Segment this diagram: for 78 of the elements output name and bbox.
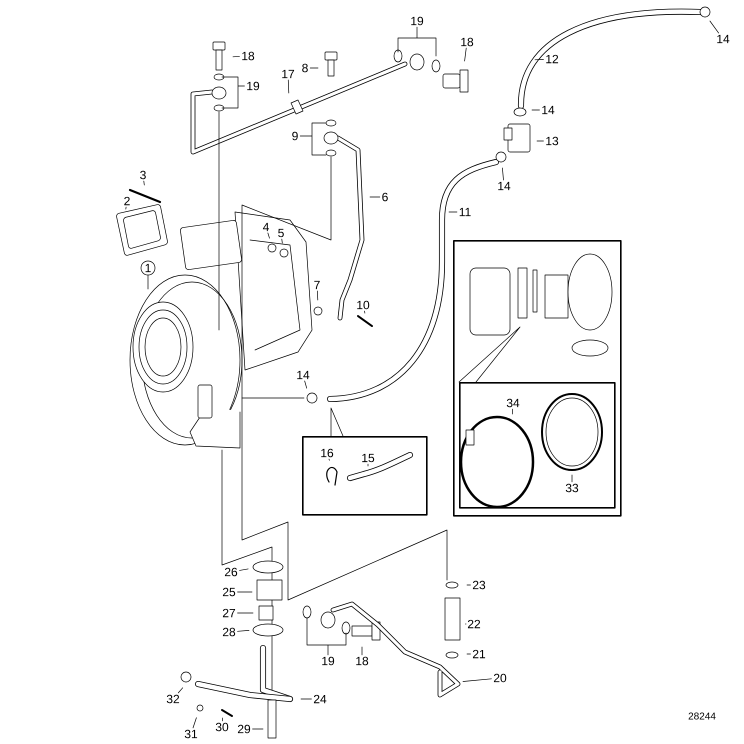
leader-line (288, 80, 290, 94)
leader-line (304, 380, 308, 389)
leader-line (464, 48, 467, 62)
leader-line (300, 698, 312, 700)
leader-line (370, 196, 380, 198)
callout-number: 29 (238, 724, 250, 734)
drawing-number: 28244 (688, 712, 716, 720)
callout-number: 8 (302, 64, 308, 72)
leader-line (125, 206, 126, 210)
leader-line (316, 290, 318, 300)
leader-line (239, 568, 248, 571)
callout-number: 27 (222, 608, 236, 618)
callout-number: 4 (262, 222, 269, 232)
callout-number: 20 (494, 674, 506, 682)
leader-line (222, 76, 245, 108)
leader-line (281, 238, 283, 244)
callout-number: 6 (382, 192, 388, 202)
callout-number: 5 (278, 228, 284, 238)
leader-line (222, 718, 223, 722)
inset-frame (453, 240, 622, 517)
callout-number: 1 (140, 260, 156, 276)
callout-number: 9 (292, 132, 298, 140)
detail-pointer (330, 408, 344, 436)
leader-line (364, 310, 366, 314)
leader-line (328, 458, 330, 461)
leader-line (237, 630, 250, 632)
inset-frame (459, 382, 616, 509)
detail-pointer (458, 326, 520, 382)
callout-number: 10 (357, 300, 370, 310)
callout-number: 3 (140, 170, 146, 180)
callout-number: 33 (566, 484, 578, 492)
leader-line (178, 687, 184, 694)
callout-number: 34 (506, 398, 520, 408)
callout-number: 24 (314, 694, 326, 704)
leader-line (502, 168, 504, 180)
leader-line (306, 618, 346, 656)
callout-number: 16 (321, 448, 334, 458)
leader-line (466, 584, 471, 586)
callout-number: 14 (717, 34, 730, 44)
callout-number: 2 (124, 196, 130, 206)
callout-number: 18 (242, 52, 254, 60)
leader-line (710, 20, 719, 34)
leader-line (462, 678, 492, 682)
leader-line (237, 612, 254, 614)
callout-number: 19 (322, 656, 334, 666)
callout-number: 18 (461, 38, 474, 46)
inset-frame (302, 436, 428, 516)
leader-line (398, 26, 436, 56)
callout-number: 30 (216, 722, 228, 732)
callout-number: 22 (468, 620, 480, 628)
callout-number: 19 (411, 16, 424, 26)
callout-number: 23 (472, 580, 486, 590)
leader-line (534, 59, 544, 60)
callout-number: 26 (224, 568, 238, 576)
callout-number: 25 (222, 588, 236, 596)
callout-number: 14 (542, 106, 554, 114)
leader-line (192, 717, 197, 728)
callout-number: 17 (282, 70, 294, 78)
callout-number: 31 (184, 730, 198, 738)
callout-number: 13 (546, 136, 558, 146)
leader-line (232, 56, 240, 58)
callout-number: 14 (498, 182, 510, 190)
leader-line (536, 140, 544, 142)
leader-line (300, 122, 326, 156)
leader-line (268, 232, 270, 239)
callout-number: 15 (362, 454, 374, 462)
leader-line (252, 728, 264, 730)
callout-number: 28 (222, 628, 236, 636)
callout-number: 14 (297, 370, 310, 380)
leader-line (512, 408, 513, 414)
callout-number: 18 (356, 656, 368, 666)
callout-number: 11 (460, 208, 471, 216)
callout-number: 12 (546, 54, 558, 64)
callout-number: 32 (166, 694, 180, 704)
leader-line (143, 180, 145, 186)
callout-number: 19 (247, 82, 260, 90)
callout-number: 7 (314, 280, 320, 290)
callout-number: 21 (472, 650, 486, 658)
